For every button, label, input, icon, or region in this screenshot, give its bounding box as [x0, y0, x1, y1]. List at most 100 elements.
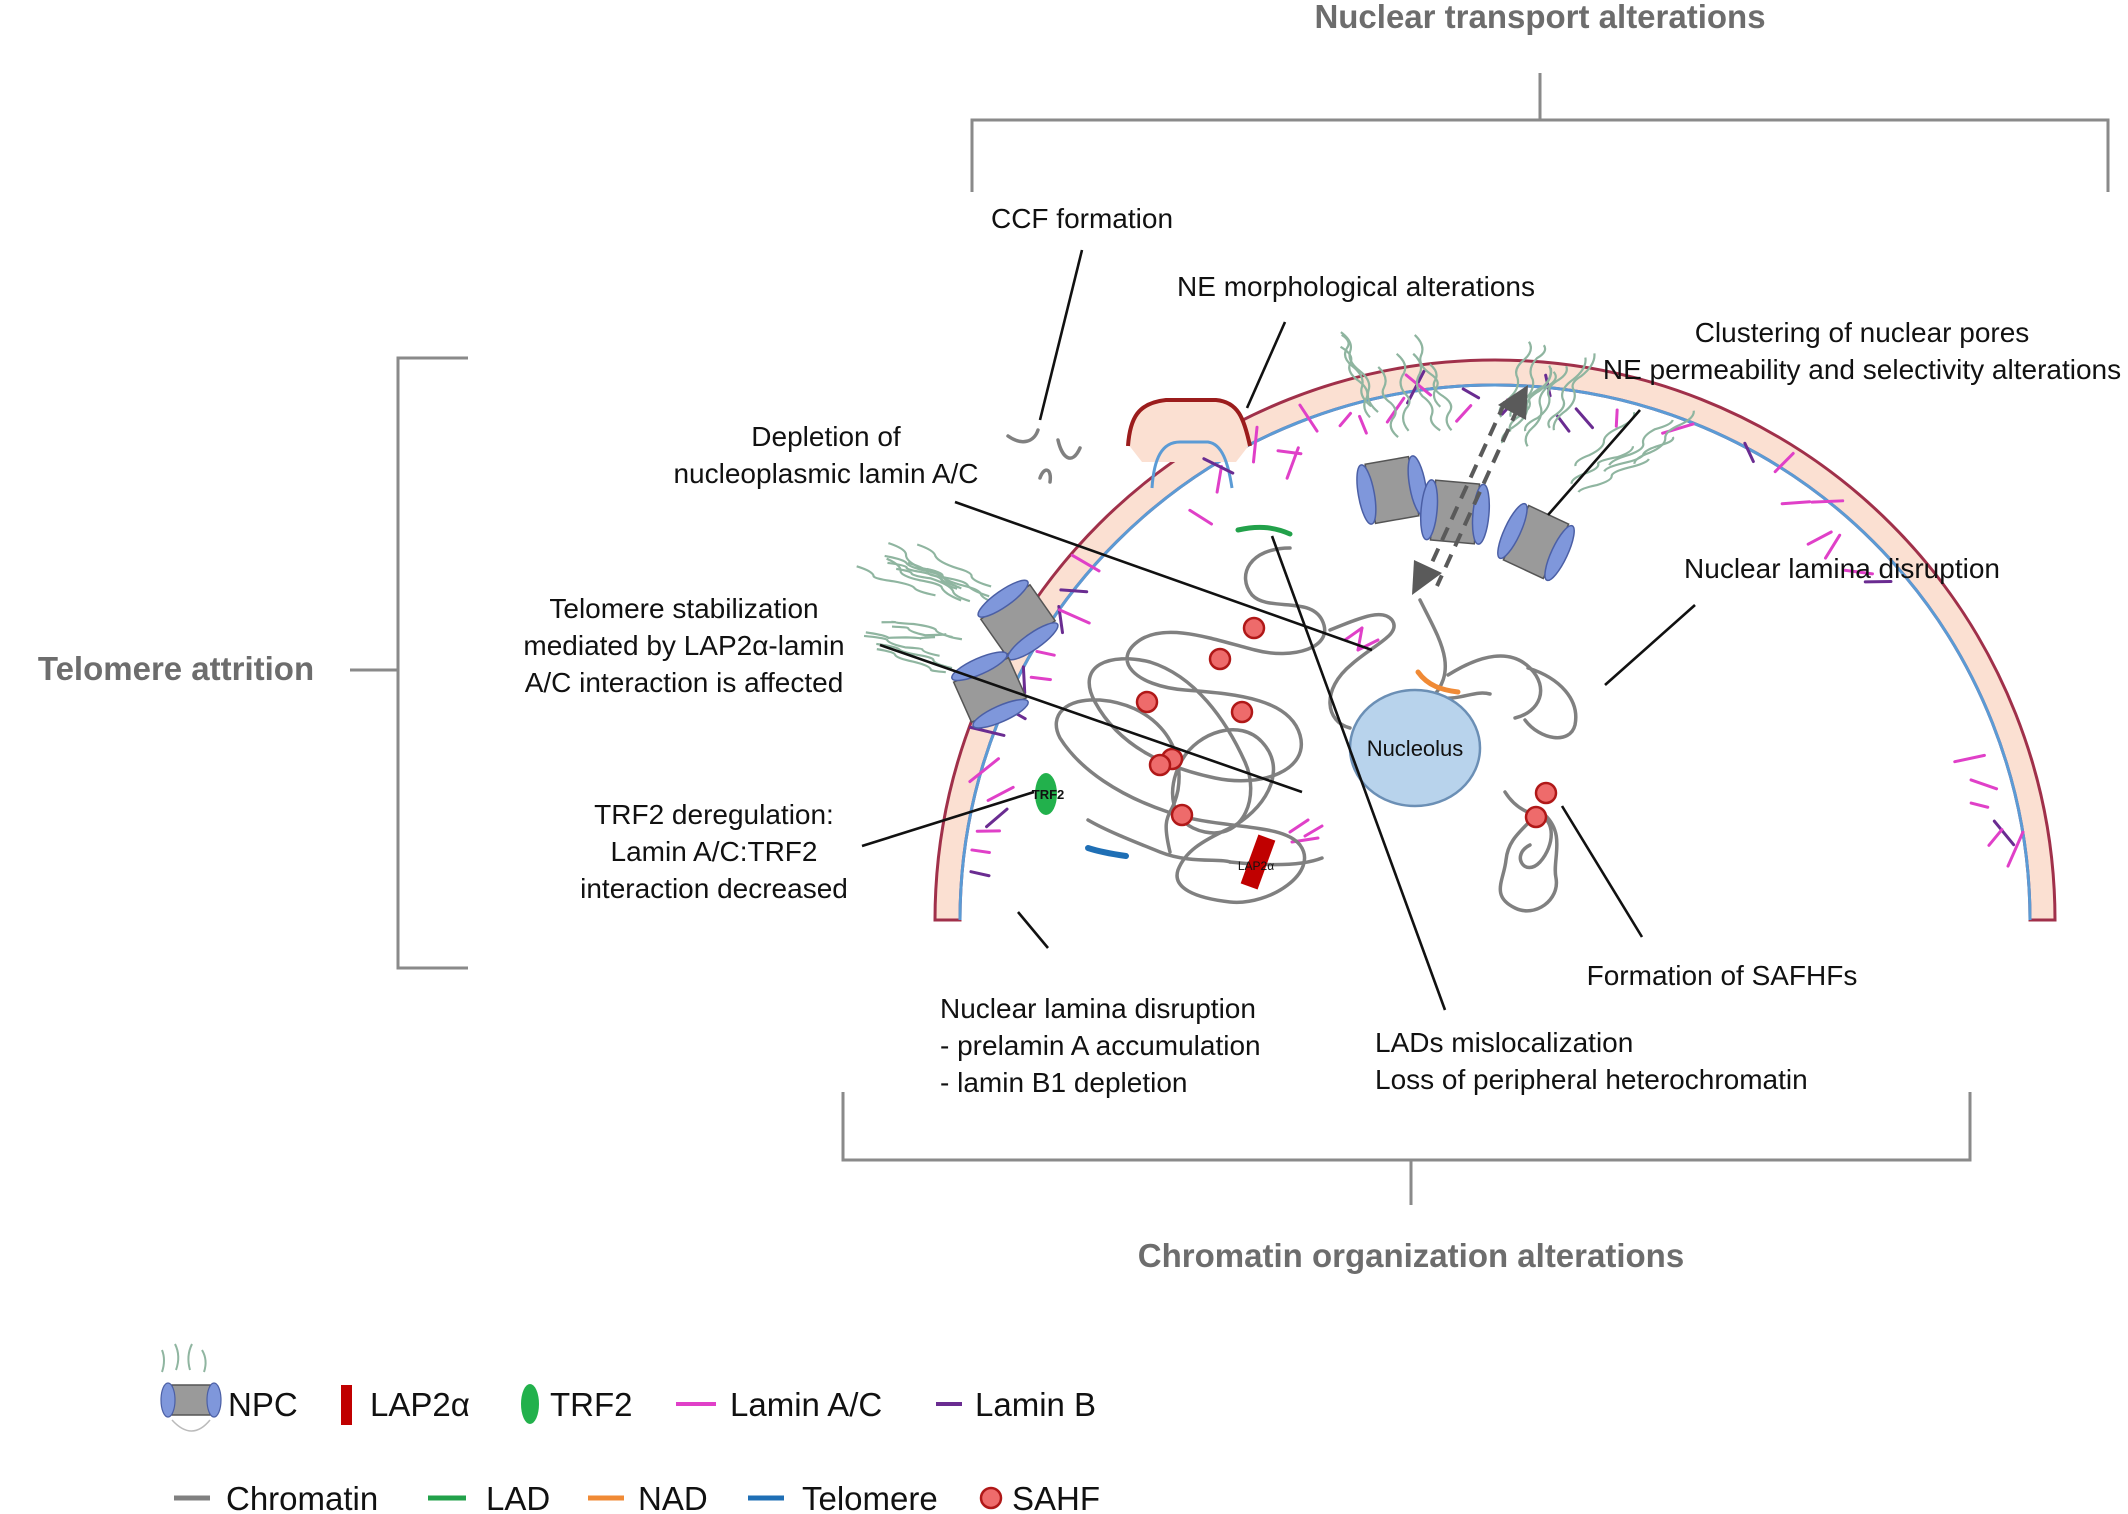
lamin-b-filament: [985, 807, 1009, 829]
legend-label-lad: LAD: [486, 1480, 550, 1514]
npc-fibril: [886, 557, 962, 602]
label-trf2-1: TRF2 deregulation:: [594, 799, 834, 830]
npc-fibril: [1547, 357, 1587, 429]
lamin-b-filament: [1059, 588, 1089, 594]
npc-fibril: [865, 631, 936, 640]
legend-label-npc: NPC: [228, 1386, 298, 1423]
npc-fibril: [1429, 363, 1453, 432]
lamin-ac-filament: [1780, 500, 1812, 506]
lamin-b-filament: [1555, 414, 1571, 433]
nuclear-pore: [977, 579, 1059, 661]
npc-fibril: [896, 567, 971, 603]
svg-text:TRF2: TRF2: [1032, 787, 1065, 802]
label-lads-1: LADs mislocalization: [1375, 1027, 1633, 1058]
label-depletion-1: Depletion of: [751, 421, 901, 452]
legend-label-lamin-ac: Lamin A/C: [730, 1386, 882, 1423]
header-chromatin-organization: Chromatin organization alterations: [1138, 1237, 1684, 1274]
label-lamina-bottom-1: Nuclear lamina disruption: [940, 993, 1256, 1024]
nucleolus-label: Nucleolus: [1367, 736, 1464, 761]
top-bracket: [970, 73, 2110, 192]
label-lamina-bottom-3: - lamin B1 depletion: [940, 1067, 1187, 1098]
lamin-ac-filament: [1029, 675, 1052, 682]
lap2a-bar-icon: [341, 1385, 352, 1425]
lamin-b-filament: [1743, 441, 1755, 464]
lamin-ac-filament: [1810, 499, 1845, 504]
lamin-ac-filament: [1057, 608, 1091, 625]
left-bracket: [350, 356, 468, 970]
lamin-ac-filament: [1404, 373, 1433, 397]
trf2-marker: TRF2: [1032, 773, 1065, 815]
npc-fibril: [1633, 410, 1695, 464]
label-lads-2: Loss of peripheral heterochromatin: [1375, 1064, 1808, 1095]
lamin-b-filament: [1406, 369, 1426, 405]
sahf-focus: [1242, 616, 1266, 640]
sahf-focus: [1135, 690, 1159, 714]
label-telomere-stab-3: A/C interaction is affected: [525, 667, 844, 698]
leader-lines: [861, 249, 1696, 1011]
npc-fibril: [1413, 334, 1442, 408]
npc-fibril: [1603, 436, 1675, 472]
lamin-ac-filament: [968, 757, 1000, 784]
lamin-ac-filament: [1773, 451, 1795, 474]
lamin-ac-filament: [1823, 533, 1842, 560]
npc-fibril: [1377, 366, 1399, 438]
label-telomere-stab-1: Telomere stabilization: [549, 593, 818, 624]
ne-bleb: [1126, 398, 1252, 489]
lamin-ac-filament: [1356, 638, 1380, 652]
npc-fibril: [1341, 333, 1372, 408]
nuclear-pore: [1497, 502, 1575, 582]
npc-fibril: [884, 554, 956, 587]
lamin-ac-filament: [1969, 778, 1999, 791]
label-telomere-stab-2: mediated by LAP2α-lamin: [523, 630, 844, 661]
npc-fibril: [1552, 353, 1596, 431]
ccf-fragments: [1006, 428, 1082, 484]
npc-fibril: [1523, 365, 1568, 432]
label-safhf: Formation of SAFHFs: [1587, 960, 1858, 991]
lad-segment: [1235, 524, 1293, 537]
lamin-filaments: [966, 369, 2025, 878]
lamin-ac-filament: [1969, 801, 1990, 809]
legend-label-chromatin: Chromatin: [226, 1480, 378, 1514]
sahf-circle-icon: [979, 1486, 1003, 1510]
npc-fibril: [1570, 446, 1635, 484]
lap2a-marker: LAP2α: [1238, 834, 1276, 890]
npc-fibril: [876, 648, 946, 674]
label-clustering-2: NE permeability and selectivity alterati…: [1603, 354, 2121, 385]
lamin-ac-filament: [1276, 449, 1303, 456]
legend-label-trf2: TRF2: [550, 1386, 633, 1423]
legend-label-lap2a: LAP2α: [370, 1386, 470, 1423]
lamin-b-filament: [1992, 819, 2016, 847]
npc-fibril: [891, 625, 963, 641]
lamin-b-filament: [1021, 665, 1027, 695]
lamin-ac-filament: [1188, 508, 1213, 526]
lamin-b-filament: [966, 725, 1006, 737]
npc-fibril: [916, 543, 992, 588]
npc-fibril: [856, 565, 936, 597]
npc-fibril: [1412, 352, 1441, 432]
lamin-ac-filament: [1070, 553, 1101, 573]
label-lamina-right: Nuclear lamina disruption: [1684, 553, 2000, 584]
npc-fibril: [1524, 371, 1557, 447]
lamin-ac-filament: [1215, 465, 1223, 494]
sahf-focus: [1524, 805, 1548, 829]
lamin-ac-filament: [1358, 414, 1368, 435]
trf2-ellipse-icon: [521, 1384, 539, 1424]
sahf-focus: [1148, 753, 1172, 777]
chromatin-fibers: [1054, 546, 1578, 913]
lamin-b-filament: [1461, 387, 1481, 400]
sahf-focus: [1230, 700, 1254, 724]
lamin-ac-filament: [2006, 830, 2025, 868]
npc-fibril: [1339, 345, 1371, 419]
legend-label-nad: NAD: [638, 1480, 708, 1514]
npc-fibril: [1608, 419, 1674, 466]
label-lamina-bottom-2: - prelamin A accumulation: [940, 1030, 1261, 1061]
lamin-ac-filament: [1455, 404, 1473, 423]
legend: NPC LAP2α TRF2 Lamin A/C Lamin B Chromat…: [160, 1343, 1100, 1514]
sahf-focus: [1208, 647, 1232, 671]
lamin-ac-filament: [986, 785, 1015, 802]
npc-fibril: [926, 567, 1001, 606]
nucleolus: Nucleolus: [1348, 688, 1482, 808]
npc-fibril: [863, 634, 940, 657]
transport-arrow: [1412, 385, 1528, 595]
